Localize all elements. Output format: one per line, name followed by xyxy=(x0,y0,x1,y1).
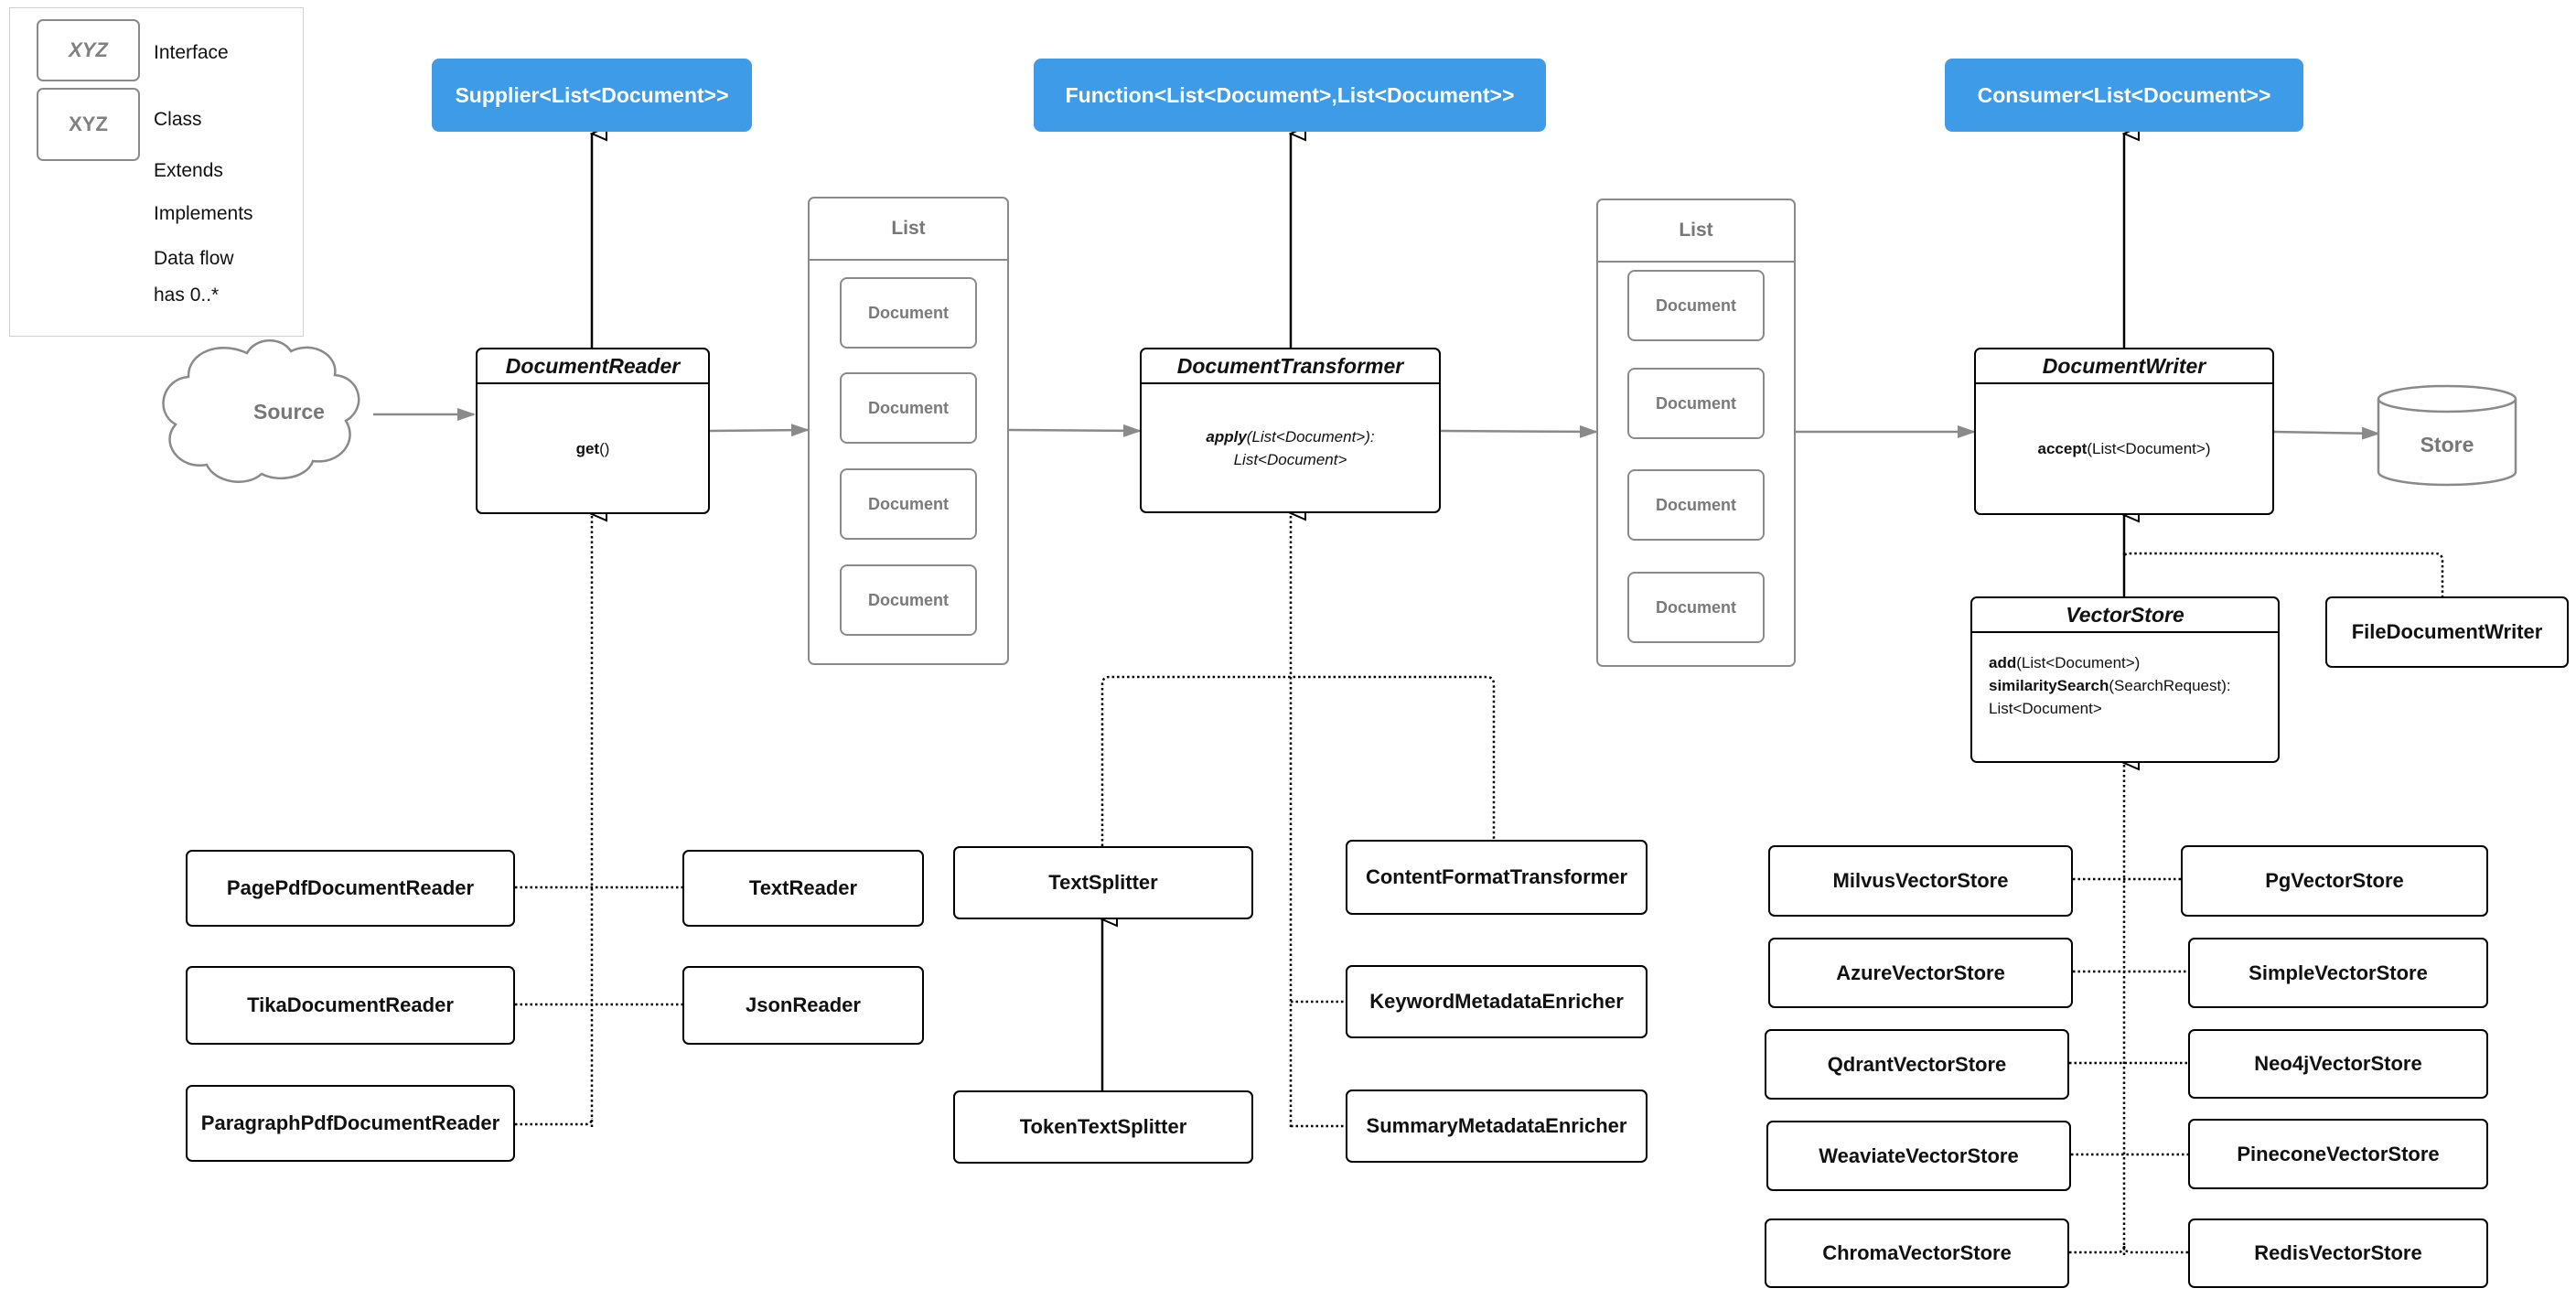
summary-metadata-enricher-class: SummaryMetadataEnricher xyxy=(1346,1090,1648,1163)
document-writer-title: DocumentWriter xyxy=(1976,349,2272,384)
legend-interface-label: Interface xyxy=(154,42,229,63)
legend-extends-label: Extends xyxy=(154,160,223,181)
document-writer-class: DocumentWriter accept(List<Document>) xyxy=(1974,348,2274,515)
file-document-writer-class: FileDocumentWriter xyxy=(2325,596,2569,668)
chroma-vector-store-class: ChromaVectorStore xyxy=(1765,1218,2069,1288)
supplier-interface: Supplier<List<Document>> xyxy=(432,59,752,132)
list-item: Document xyxy=(840,468,977,540)
azure-vector-store-class: AzureVectorStore xyxy=(1768,938,2073,1008)
keyword-metadata-enricher-class: KeywordMetadataEnricher xyxy=(1346,965,1648,1038)
list-item: Document xyxy=(840,277,977,349)
list-title: List xyxy=(1598,200,1794,263)
document-transformer-class: DocumentTransformer apply(List<Document>… xyxy=(1140,348,1441,513)
legend-class-sample: XYZ xyxy=(37,88,140,161)
list-title: List xyxy=(810,199,1007,261)
vector-store-class: VectorStore add(List<Document>) similari… xyxy=(1970,596,2280,763)
vector-store-methods: add(List<Document>) similaritySearch(Sea… xyxy=(1989,654,2231,717)
json-reader-class: JsonReader xyxy=(682,966,924,1045)
function-interface: Function<List<Document>,List<Document>> xyxy=(1034,59,1546,132)
list-item: Document xyxy=(1627,469,1765,541)
legend-implements-label: Implements xyxy=(154,203,253,224)
flow-list-transformer xyxy=(1008,424,1142,437)
document-reader-class: DocumentReader get() xyxy=(476,348,710,514)
content-format-transformer-class: ContentFormatTransformer xyxy=(1346,840,1648,915)
legend-dataflow-label: Data flow xyxy=(154,248,234,269)
simple-vector-store-class: SimpleVectorStore xyxy=(2188,938,2488,1008)
text-reader-class: TextReader xyxy=(682,850,924,927)
consumer-interface: Consumer<List<Document>> xyxy=(1945,59,2303,132)
pg-vector-store-class: PgVectorStore xyxy=(2181,845,2488,917)
store-label: Store xyxy=(2420,433,2474,456)
document-transformer-method: apply(List<Document>):List<Document> xyxy=(1206,427,1375,468)
redis-vector-store-class: RedisVectorStore xyxy=(2188,1218,2488,1288)
flow-writer-store xyxy=(2273,426,2380,440)
legend: XYZ Interface XYZ Class Extends Implemen… xyxy=(9,7,304,337)
vector-store-title: VectorStore xyxy=(1972,598,2278,633)
milvus-vector-store-class: MilvusVectorStore xyxy=(1768,845,2073,917)
pinecone-vector-store-class: PineconeVectorStore xyxy=(2188,1119,2488,1189)
list-item: Document xyxy=(840,564,977,636)
weaviate-vector-store-class: WeaviateVectorStore xyxy=(1766,1121,2071,1191)
legend-has-label: has 0..* xyxy=(154,284,220,306)
document-reader-title: DocumentReader xyxy=(478,349,708,384)
token-text-splitter-class: TokenTextSplitter xyxy=(953,1090,1253,1164)
document-writer-method: accept(List<Document>) xyxy=(2037,440,2211,457)
source-label: Source xyxy=(253,400,325,424)
list-item: Document xyxy=(1627,572,1765,643)
document-transformer-title: DocumentTransformer xyxy=(1142,349,1439,384)
qdrant-vector-store-class: QdrantVectorStore xyxy=(1765,1029,2069,1100)
page-pdf-reader-class: PagePdfDocumentReader xyxy=(186,850,515,927)
document-reader-method: get() xyxy=(575,439,610,457)
legend-interface-sample: XYZ xyxy=(37,19,140,81)
list-item: Document xyxy=(840,372,977,444)
text-splitter-class: TextSplitter xyxy=(953,846,1253,919)
neo4j-vector-store-class: Neo4jVectorStore xyxy=(2188,1029,2488,1099)
list-item: Document xyxy=(1627,368,1765,439)
list-item: Document xyxy=(1627,270,1765,341)
legend-class-label: Class xyxy=(154,109,202,130)
flow-transformer-list xyxy=(1440,424,1598,438)
flow-reader-list xyxy=(709,424,810,437)
tika-reader-class: TikaDocumentReader xyxy=(186,966,515,1045)
paragraph-pdf-reader-class: ParagraphPdfDocumentReader xyxy=(186,1085,515,1162)
